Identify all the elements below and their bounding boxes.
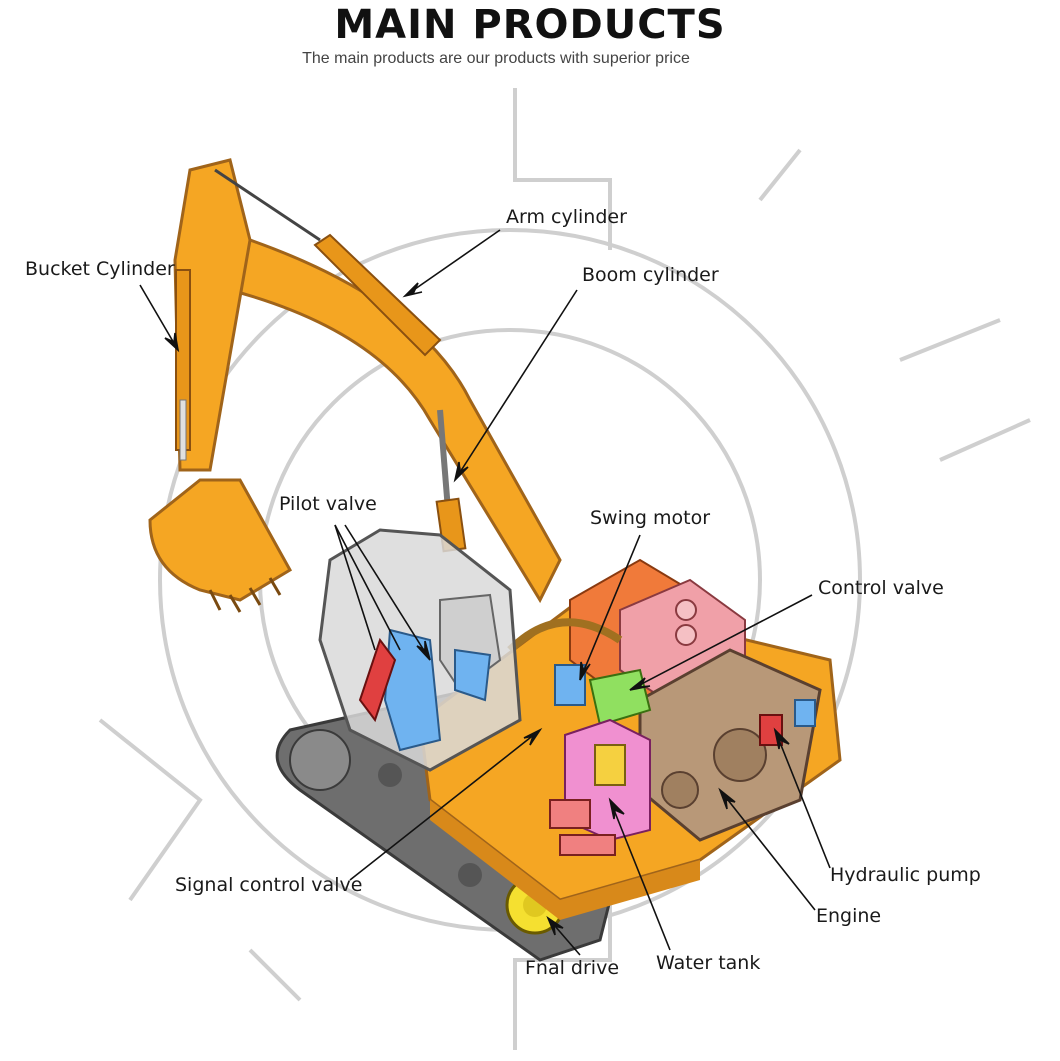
page-title: MAIN PRODUCTS	[334, 2, 726, 48]
label-signal-control-valve: Signal control valve	[175, 874, 363, 896]
label-water-tank: Water tank	[656, 952, 761, 974]
label-control-valve: Control valve	[818, 577, 944, 599]
bucket-cylinder-part	[175, 269, 191, 461]
label-engine: Engine	[816, 905, 882, 927]
water-tank-part	[549, 718, 651, 856]
page-subtitle: The main products are our products with …	[302, 50, 690, 67]
label-boom-cylinder: Boom cylinder	[582, 264, 719, 286]
arm	[173, 158, 252, 472]
swing-bearing	[507, 618, 623, 653]
hydraulic-pump-part	[759, 699, 816, 746]
label-bucket-cylinder: Bucket Cylinder	[25, 258, 175, 280]
leader-lines	[139, 229, 831, 956]
label-pilot-valve: Pilot valve	[279, 493, 377, 515]
label-swing-motor: Swing motor	[590, 507, 711, 529]
label-arm-cylinder: Arm cylinder	[506, 206, 627, 228]
bucket	[148, 478, 293, 613]
label-hydraulic-pump: Hydraulic pump	[830, 864, 981, 886]
control-valve-part	[588, 668, 652, 727]
arm-cylinder-part	[214, 168, 442, 357]
label-final-drive: Fnal drive	[525, 957, 620, 979]
